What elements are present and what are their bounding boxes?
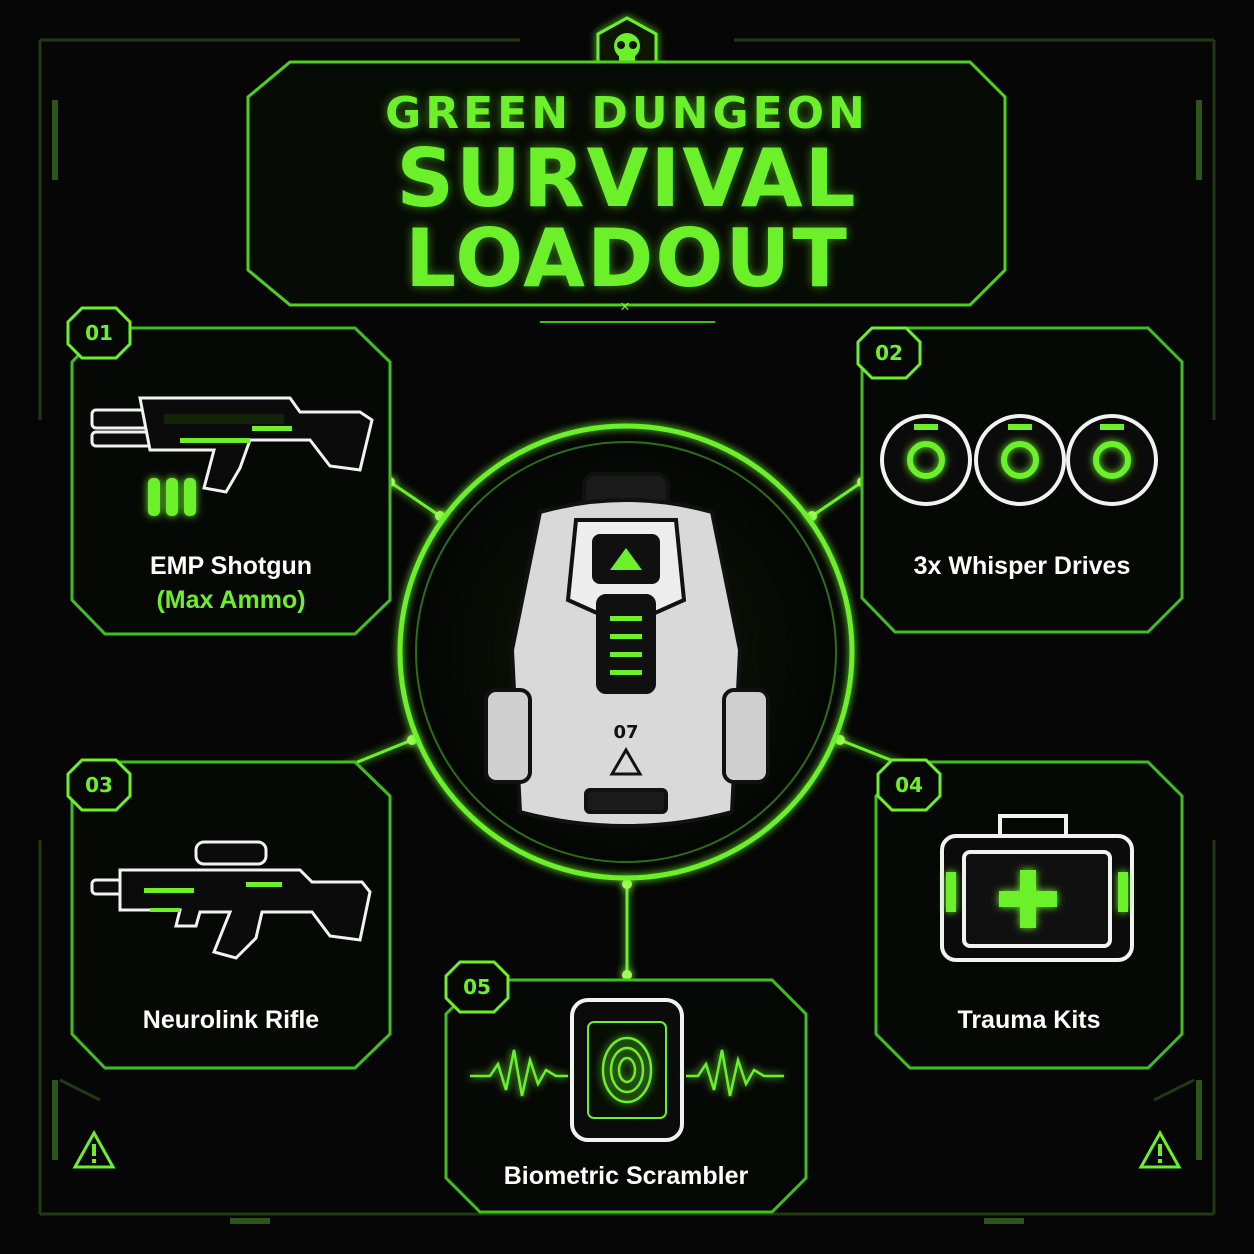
title-line-3: LOADOUT — [405, 212, 849, 305]
item-number-02: 02 — [875, 341, 903, 365]
outer-frame — [38, 38, 1216, 1216]
drive-cores — [907, 441, 1131, 479]
number-badges — [66, 306, 942, 1014]
warning-icon — [72, 1130, 116, 1169]
shotgun-icon — [90, 396, 374, 494]
warning-icon — [1138, 1130, 1182, 1169]
item-label-neurolink-rifle[interactable]: Neurolink Rifle — [142, 1006, 320, 1034]
title-line-1: GREEN DUNGEON — [385, 88, 869, 139]
item-sublabel-max-ammo: (Max Ammo) — [156, 586, 306, 614]
item-label-biometric-scrambler[interactable]: Biometric Scrambler — [503, 1162, 749, 1190]
waveform-left — [470, 1049, 568, 1097]
medkit-cross — [946, 870, 1128, 928]
backpack-icon — [484, 472, 770, 828]
rifle-icon — [90, 840, 372, 960]
item-number-05: 05 — [463, 975, 491, 999]
item-label-emp-shotgun[interactable]: EMP Shotgun — [149, 552, 313, 580]
frame-ticks — [52, 100, 1202, 1224]
backpack-id-label: 07 — [613, 722, 639, 743]
item-number-04: 04 — [895, 773, 923, 797]
whisper-drive-icon — [880, 414, 1158, 506]
title-line-2: SURVIVAL — [396, 132, 858, 225]
item-number-03: 03 — [85, 773, 113, 797]
waveform-right — [686, 1049, 784, 1097]
item-label-trauma-kits[interactable]: Trauma Kits — [957, 1006, 1101, 1034]
item-label-whisper-drives[interactable]: 3x Whisper Drives — [913, 552, 1131, 580]
medkit-icon — [940, 814, 1134, 962]
shell-icons — [148, 478, 196, 516]
title-panel — [246, 60, 1007, 307]
fingerprint-scanner-icon — [570, 998, 684, 1142]
fingerprint-lines — [601, 1036, 653, 1104]
item-number-01: 01 — [85, 321, 113, 345]
title-decoration: ✕ — [620, 296, 634, 315]
